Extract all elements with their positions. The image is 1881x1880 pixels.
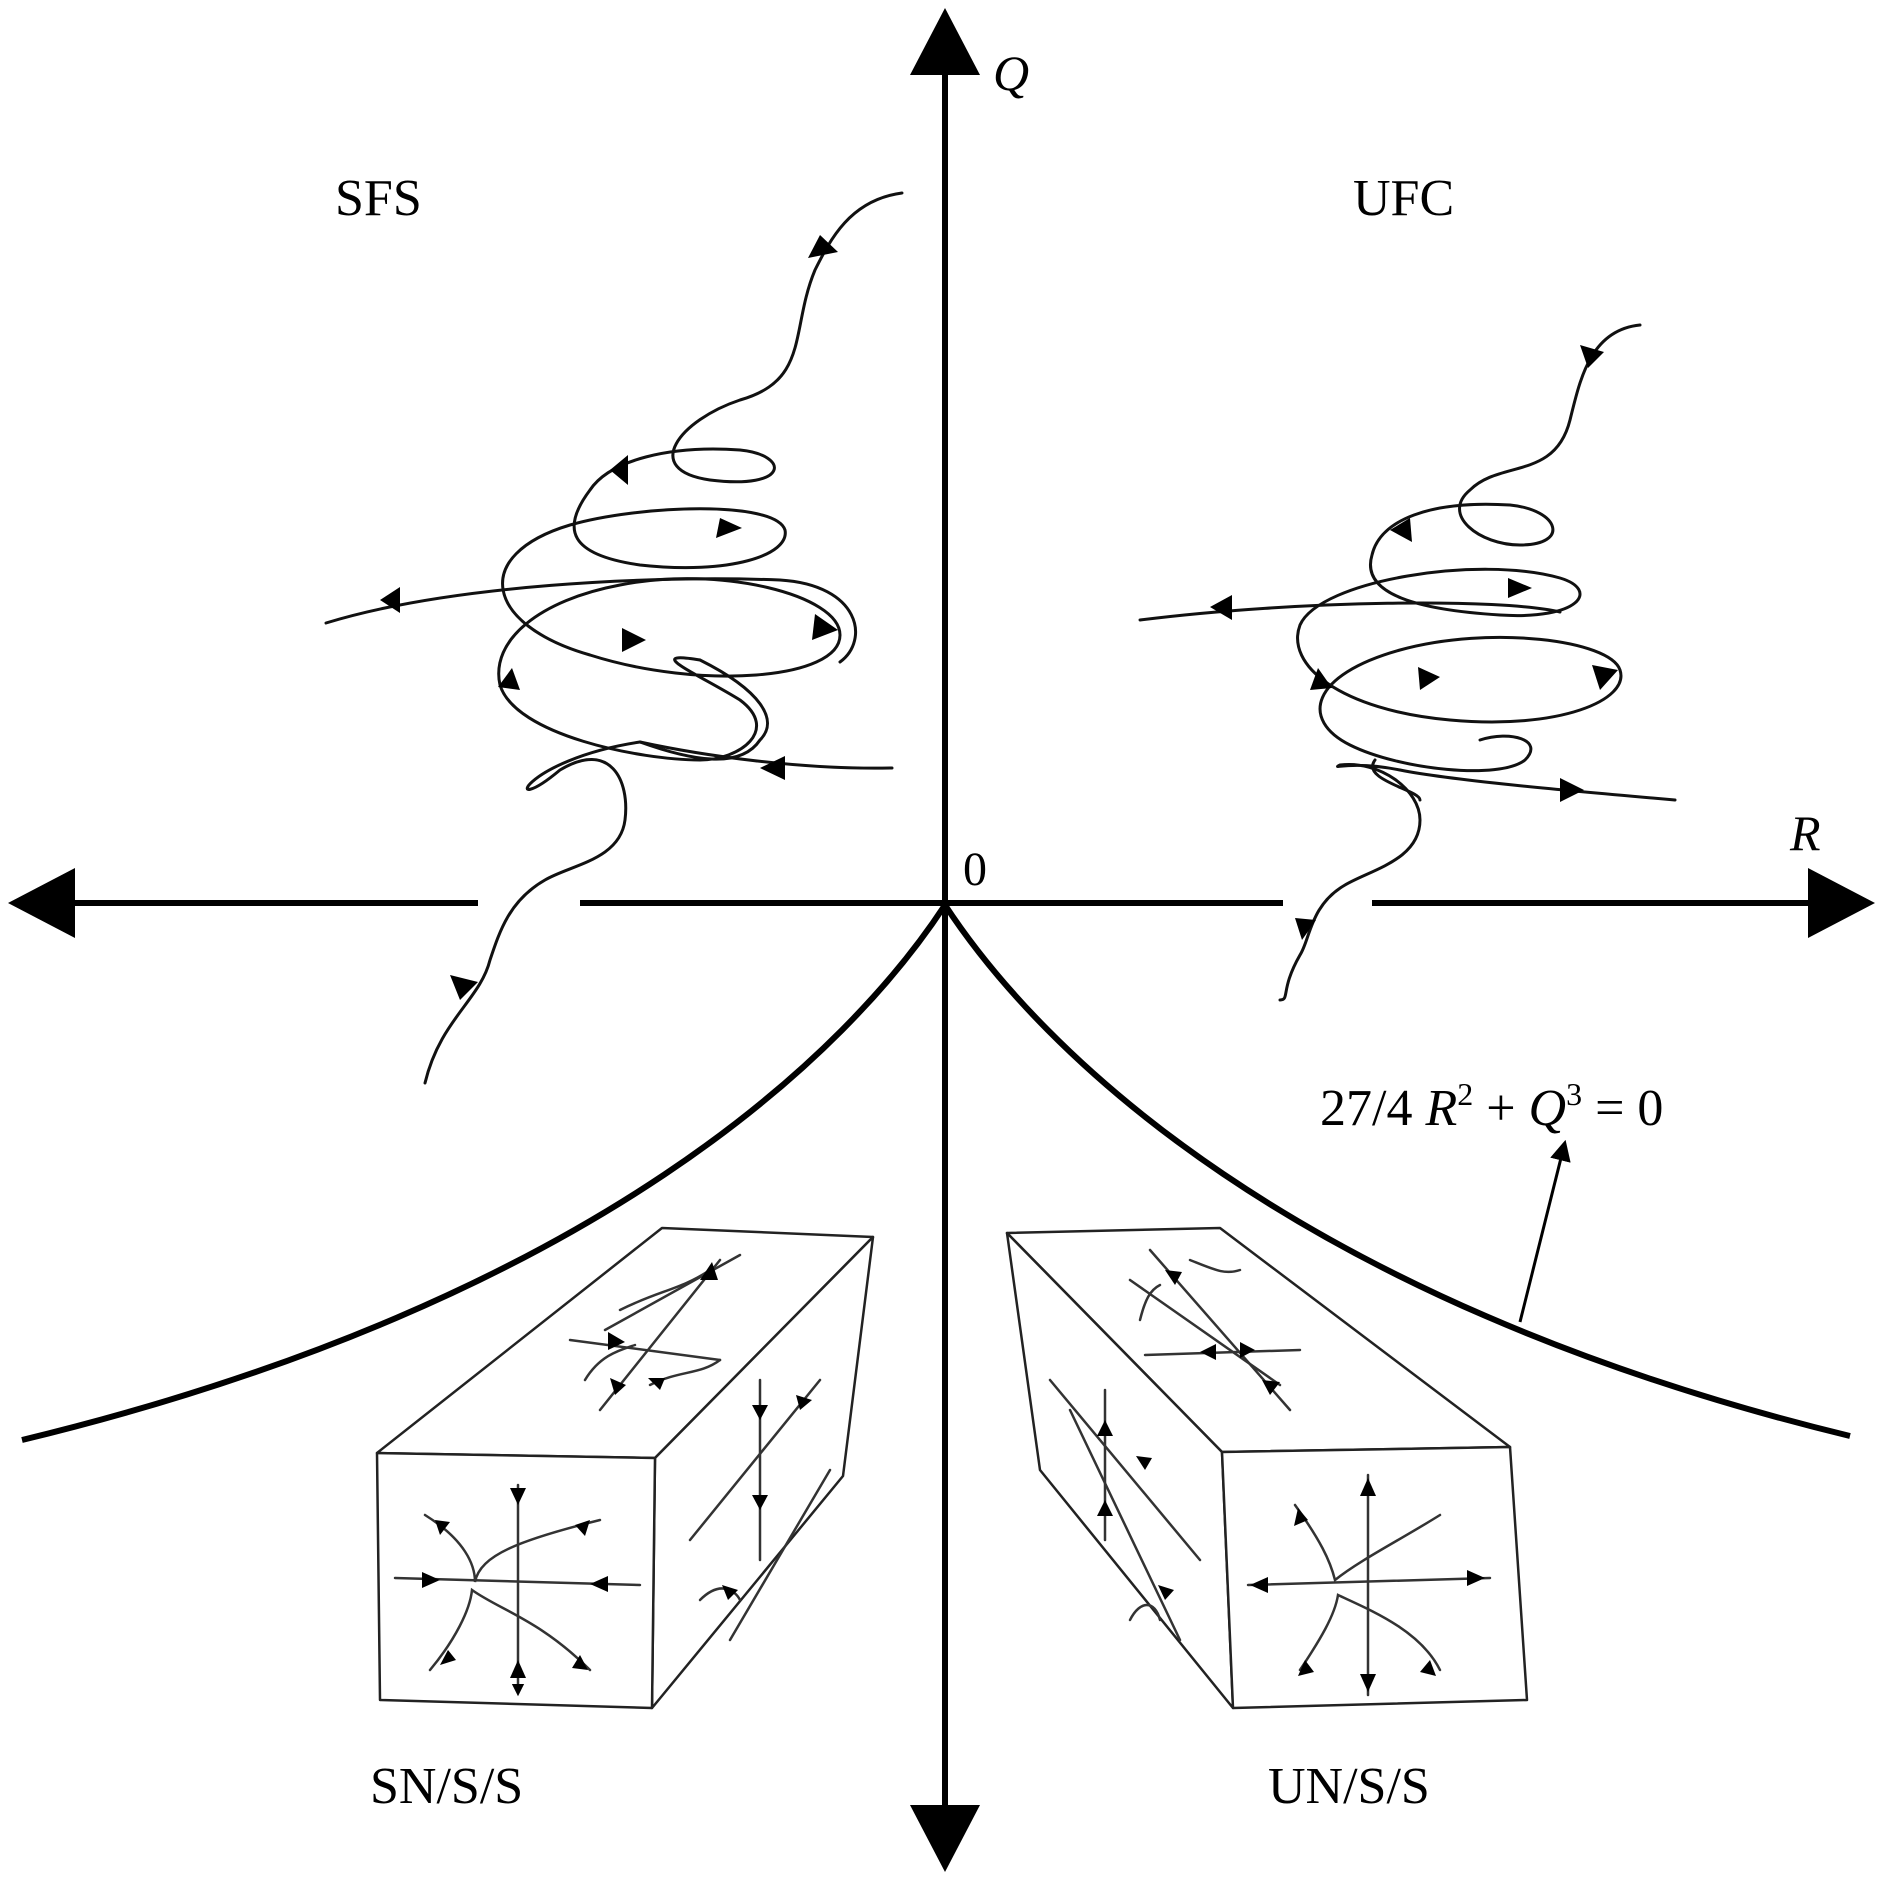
flow-arrow-icon (796, 1395, 812, 1410)
region-label-sns: SN/S/S (370, 1758, 523, 1815)
region-label-sfs: SFS (335, 170, 422, 227)
flow-arrow-icon (1294, 1508, 1308, 1526)
flow-arrow-icon (1097, 1420, 1113, 1436)
sfs-spiral-trajectory (324, 191, 904, 1085)
flow-arrow-icon (1210, 595, 1232, 620)
q-axis-arrow-up-icon (910, 8, 980, 75)
flow-arrow-icon (648, 1378, 665, 1390)
flow-arrow-icon (1158, 1585, 1174, 1600)
flow-arrow-icon (760, 756, 785, 780)
flow-arrow-icon (1467, 1570, 1485, 1586)
flow-arrow-icon (380, 587, 400, 613)
flow-arrow-icon (1165, 1270, 1182, 1285)
region-label-uns: UN/S/S (1268, 1758, 1430, 1815)
sns-flow-box (375, 1226, 875, 1710)
flow-arrow-icon (622, 628, 646, 652)
flow-arrow-icon (1418, 667, 1440, 690)
flow-arrow-icon (1310, 668, 1332, 690)
flow-arrow-icon (1420, 1660, 1436, 1676)
flow-arrow-icon (610, 1378, 626, 1395)
flow-arrow-icon (498, 668, 520, 690)
flow-arrow-icon (608, 1332, 625, 1350)
flow-arrow-icon (1580, 345, 1604, 368)
flow-arrow-icon (1592, 665, 1618, 690)
flow-arrow-icon (808, 235, 838, 258)
flow-arrow-icon (450, 975, 478, 1000)
flow-arrow-icon (1360, 1674, 1376, 1692)
curve-equation-label: 27/4 R2 + Q3 = 0 (1320, 1076, 1663, 1137)
ufc-flow-arrows (1210, 345, 1618, 940)
flow-arrow-icon (1250, 1577, 1268, 1593)
ufc-spiral-trajectory (1138, 323, 1677, 1002)
q-axis-label: Q (993, 45, 1029, 101)
discriminant-curve-left (21, 903, 948, 1443)
flow-arrow-icon (700, 1262, 718, 1280)
r-axis-arrow-right-icon (1808, 868, 1875, 938)
sfs-flow-arrows (380, 235, 838, 1000)
region-label-ufc: UFC (1353, 170, 1454, 227)
flow-arrow-icon (812, 614, 838, 640)
flow-arrow-icon (752, 1495, 768, 1510)
r-axis-arrow-left-icon (8, 868, 75, 938)
flow-arrow-icon (1136, 1456, 1152, 1470)
flow-arrow-icon (1295, 918, 1316, 940)
flow-arrow-icon (1390, 518, 1412, 542)
flow-arrow-icon (422, 1572, 440, 1588)
flow-arrow-icon (1560, 778, 1584, 802)
flow-arrow-icon (1097, 1500, 1113, 1516)
flow-arrow-icon (1240, 1342, 1255, 1358)
flow-arrow-icon (440, 1650, 456, 1665)
flow-arrow-icon (610, 455, 628, 485)
r-axis-label: R (1789, 805, 1821, 861)
flow-arrow-icon (1200, 1344, 1216, 1360)
flow-arrow-icon (1262, 1380, 1280, 1395)
flow-arrow-icon (716, 518, 742, 538)
flow-arrow-icon (752, 1405, 768, 1420)
flow-arrow-icon (435, 1520, 450, 1535)
flow-arrow-icon (572, 1655, 588, 1670)
flow-arrow-icon (722, 1585, 738, 1600)
equation-pointer-arrow (1518, 1139, 1571, 1323)
flow-arrow-icon (590, 1576, 608, 1592)
axes (8, 8, 1875, 1872)
discriminant-curve-right (942, 903, 1851, 1439)
q-axis-arrow-down-icon (910, 1805, 980, 1872)
flow-arrow-icon (1298, 1660, 1314, 1676)
flow-arrow-icon (1508, 578, 1532, 598)
flow-arrow-icon (575, 1520, 590, 1536)
origin-label: 0 (963, 843, 987, 896)
flow-arrow-icon (1360, 1478, 1376, 1496)
flow-arrow-icon (510, 1660, 526, 1678)
uns-flow-box (1005, 1226, 1529, 1710)
flow-arrow-icon (510, 1488, 526, 1505)
